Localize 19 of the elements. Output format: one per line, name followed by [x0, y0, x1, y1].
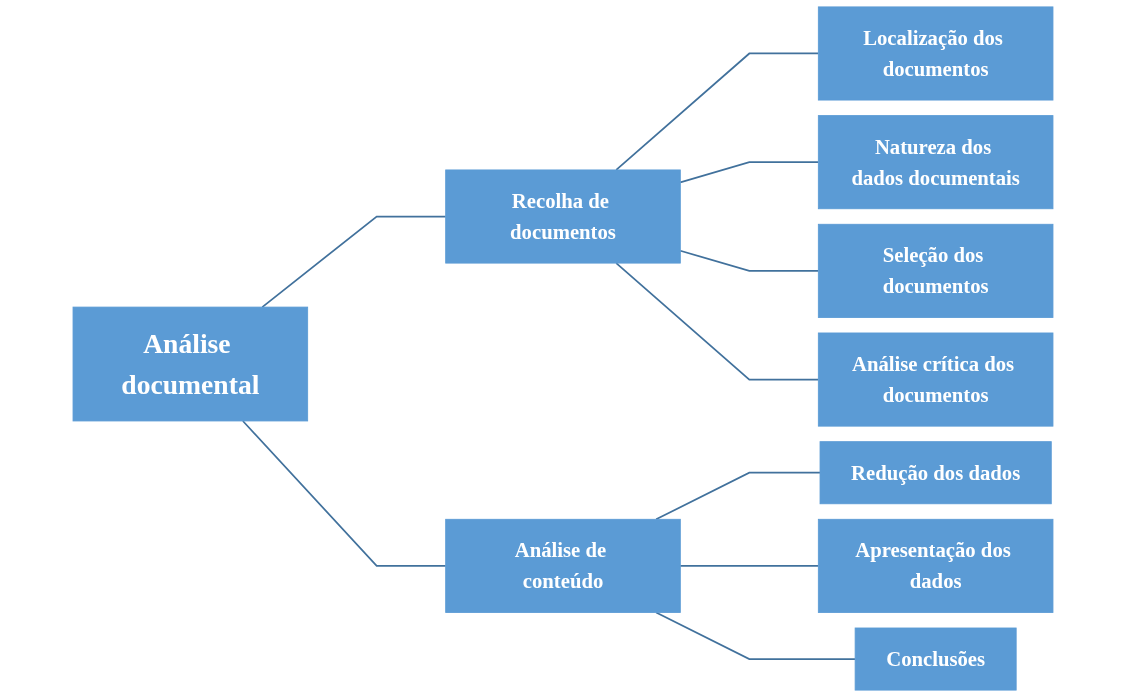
node-box: Redução dos dados	[819, 441, 1052, 505]
connector	[655, 471, 821, 521]
node-box: Recolha de documentos	[445, 169, 681, 264]
node-box: Conclusões	[854, 627, 1017, 691]
connector	[261, 215, 447, 308]
connector	[679, 565, 820, 567]
connector	[242, 420, 447, 567]
node-box: Localização dos documentos	[817, 6, 1054, 101]
node-box: Análise de conteúdo	[445, 518, 681, 613]
connector	[615, 52, 820, 171]
connector	[679, 161, 820, 184]
node-box: Análise crítica dos documentos	[817, 332, 1054, 427]
node-box: Análise documental	[72, 306, 309, 422]
node-box: Apresentação dos dados	[817, 518, 1054, 613]
node-box: Seleção dos documentos	[817, 223, 1054, 318]
node-box: Natureza dos dados documentais	[817, 115, 1054, 210]
connector	[679, 249, 820, 272]
connector	[615, 262, 820, 381]
connector	[655, 611, 856, 660]
